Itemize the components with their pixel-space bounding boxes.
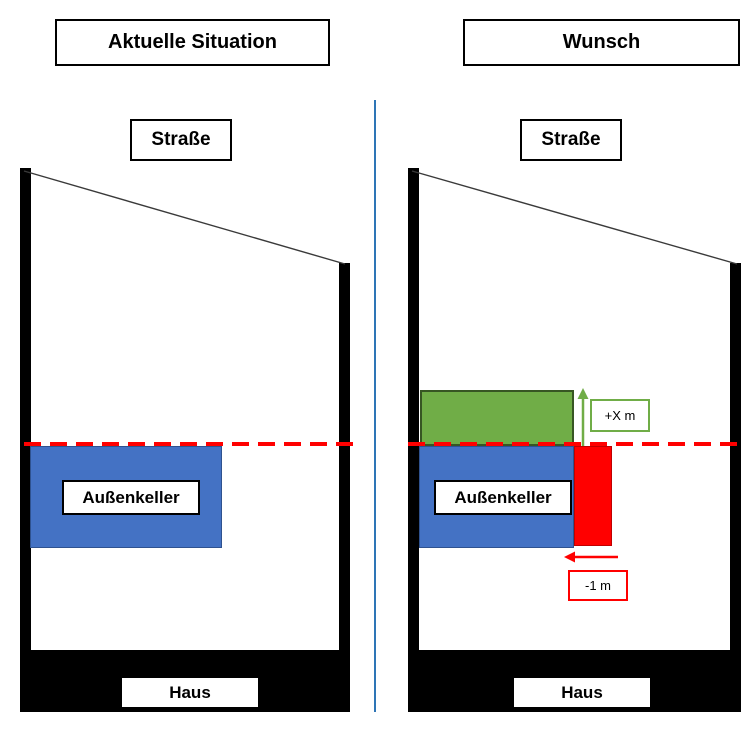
right-house-label: Haus (512, 676, 652, 709)
left-panel-right-wall (339, 263, 350, 660)
right-street-label: Straße (520, 119, 622, 161)
up-arrow-icon (577, 388, 589, 446)
left-panel-title: Aktuelle Situation (55, 19, 330, 66)
raised-extension-rect (420, 390, 574, 446)
right-panel-title: Wunsch (463, 19, 740, 66)
raise-annotation-box: +X m (590, 399, 650, 432)
right-panel-right-wall (730, 263, 741, 660)
right-boundary-diagonal-line (411, 170, 738, 265)
left-panel-left-wall (20, 168, 31, 660)
left-house-label: Haus (120, 676, 260, 709)
left-street-label: Straße (130, 119, 232, 161)
left-cellar-label: Außenkeller (62, 480, 200, 515)
left-arrow-icon (564, 551, 618, 563)
left-boundary-diagonal-line (23, 170, 346, 265)
right-panel-left-wall (408, 168, 419, 660)
shift-annotation-box: -1 m (568, 570, 628, 601)
panel-divider-line (374, 100, 376, 712)
removed-strip-rect (574, 446, 612, 546)
right-cellar-label: Außenkeller (434, 480, 572, 515)
